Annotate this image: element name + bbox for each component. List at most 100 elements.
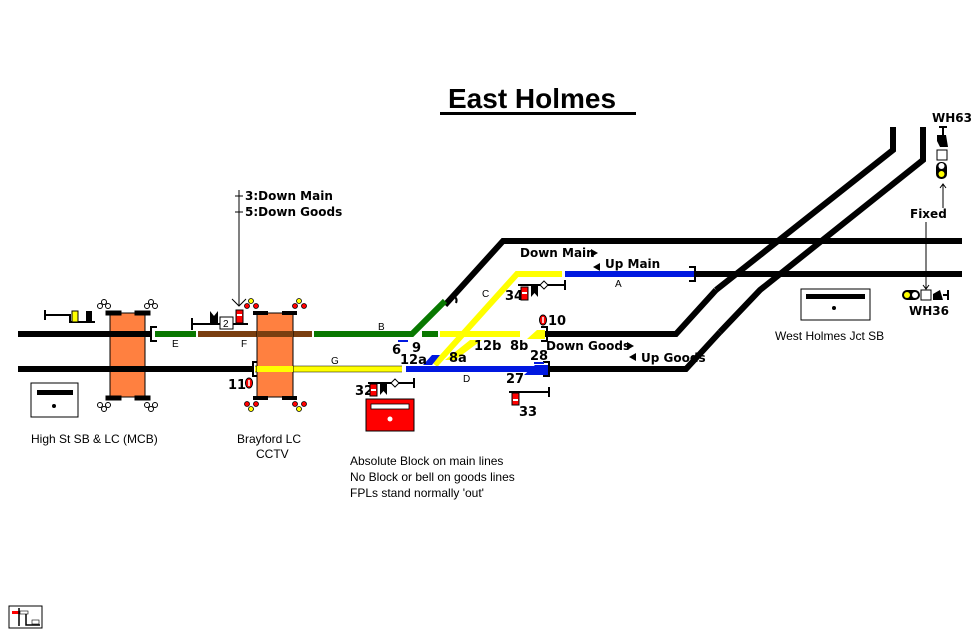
joint-c xyxy=(541,326,548,342)
signal-wh63: WH63 xyxy=(932,111,972,208)
joint-b xyxy=(452,295,458,304)
barrier-icon xyxy=(105,395,122,401)
signal-box-icon xyxy=(800,288,871,321)
lever-8b-label: 8b xyxy=(510,339,528,354)
signal-wh36: WH36 xyxy=(902,222,949,318)
shunt-signal-icon xyxy=(235,309,244,324)
west-holmes-signal-box xyxy=(800,288,871,321)
crossing-deck xyxy=(109,312,146,398)
title-underline xyxy=(440,112,636,115)
tc-label-f: F xyxy=(241,339,247,350)
arrow-right-icon xyxy=(627,342,634,350)
chord-line-2 xyxy=(717,127,926,335)
crossing-light-icon xyxy=(296,406,302,412)
lever-12b-label: 12b xyxy=(474,339,501,354)
crossover-8a xyxy=(445,340,482,360)
tc-label-a: A xyxy=(615,279,622,290)
joint-d xyxy=(543,361,550,377)
semaphore-arm-icon xyxy=(380,383,387,395)
crossing-deck xyxy=(256,312,294,398)
barrier-icon xyxy=(282,396,297,400)
up-goods-label: Up Goods xyxy=(641,351,706,365)
note-line: No Block or bell on goods lines xyxy=(350,470,515,484)
wh36-label: WH36 xyxy=(909,304,949,318)
route-indicator-5: 5:Down Goods xyxy=(245,205,342,219)
lever-32-label: 32 xyxy=(355,384,373,399)
lever-8a-label: 8a xyxy=(449,351,467,366)
tc-label-g: G xyxy=(331,356,339,367)
lever-12a-label: 12a xyxy=(400,353,427,368)
lever-11-label: 11 xyxy=(228,378,246,393)
track-circuit-c-main xyxy=(432,271,562,368)
lever-6-label: 6 xyxy=(392,343,401,358)
lever-27-label: 27 xyxy=(506,372,524,387)
signal-33: 33 xyxy=(509,387,550,420)
page-title: East Holmes xyxy=(448,83,616,114)
high-st-label: High St SB & LC (MCB) xyxy=(31,432,158,446)
crossing-light-icon xyxy=(248,406,254,412)
joint-g xyxy=(252,361,259,377)
barrier-icon xyxy=(253,311,268,315)
barrier-icon xyxy=(253,396,268,400)
level-crossing-brayford xyxy=(244,298,307,412)
lever-2-label: 2 xyxy=(223,319,229,330)
signal-34: 34 xyxy=(505,280,566,304)
barrier-icon xyxy=(105,310,122,316)
diamond-plate-icon xyxy=(539,280,549,290)
crossing-light-icon xyxy=(296,298,302,304)
semaphore-arm-icon xyxy=(933,290,943,300)
down-goods-line xyxy=(545,287,719,337)
track-circuit-b xyxy=(314,298,448,337)
lever-28-label: 28 xyxy=(530,349,548,364)
lever-33-label: 33 xyxy=(519,405,537,420)
app-logo-icon[interactable] xyxy=(8,605,43,629)
crossover-8b xyxy=(527,330,545,339)
distant-arm-icon xyxy=(71,310,79,323)
brayford-cctv-label: CCTV xyxy=(256,447,289,461)
route-indicator-3: 3:Down Main xyxy=(245,189,333,203)
crossover-12a xyxy=(423,355,440,365)
barrier-icon xyxy=(134,310,151,316)
yellow-lamp-icon xyxy=(904,292,910,298)
high-st-signal-box xyxy=(30,382,79,418)
barrier-icon xyxy=(282,311,297,315)
level-crossing-high-st xyxy=(97,299,158,412)
crossing-light-icon xyxy=(101,406,107,412)
barrier-icon xyxy=(134,395,151,401)
chord-line-1 xyxy=(714,127,896,293)
note-line: FPLs stand normally 'out' xyxy=(350,486,484,500)
down-goods-label: Down Goods xyxy=(546,339,630,353)
block-joints xyxy=(150,266,696,377)
arrow-left-icon xyxy=(593,263,600,271)
signal-32: 32 xyxy=(355,378,415,399)
signal-box-icon xyxy=(30,382,79,418)
diamond-plate-icon xyxy=(390,378,400,388)
stop-arm-icon xyxy=(86,311,92,322)
tc-label-b: B xyxy=(378,322,385,333)
down-main-line xyxy=(442,238,962,308)
signal-11: 11 xyxy=(228,377,253,393)
tc-label-d: D xyxy=(463,374,470,385)
up-goods-line xyxy=(550,329,723,372)
joint-a xyxy=(689,266,696,282)
signal-10: 10 xyxy=(539,314,566,329)
lever-34-label: 34 xyxy=(505,289,523,304)
crossover-27 xyxy=(524,365,548,375)
arrow-right-icon xyxy=(591,249,598,257)
tc-label-c: C xyxy=(482,289,489,300)
crossing-light-icon xyxy=(101,299,107,305)
semaphore-arm-icon xyxy=(531,285,538,297)
fixed-label: Fixed xyxy=(910,207,947,221)
crossing-light-icon xyxy=(248,298,254,304)
tc-label-e: E xyxy=(172,339,179,350)
east-holmes-signal-box[interactable] xyxy=(365,398,415,432)
crossing-light-icon xyxy=(148,299,154,305)
up-main-label: Up Main xyxy=(605,257,660,271)
yellow-lamp-icon xyxy=(938,171,945,177)
west-holmes-label: West Holmes Jct SB xyxy=(775,329,884,343)
line-labels: Down Main Up Main Down Goods Up Goods xyxy=(520,246,706,365)
arrow-left-icon xyxy=(629,353,636,361)
point-labels: 6 9 12a 8a 12b 8b 28 27 xyxy=(392,339,548,387)
semaphore-arm-icon xyxy=(210,311,218,324)
